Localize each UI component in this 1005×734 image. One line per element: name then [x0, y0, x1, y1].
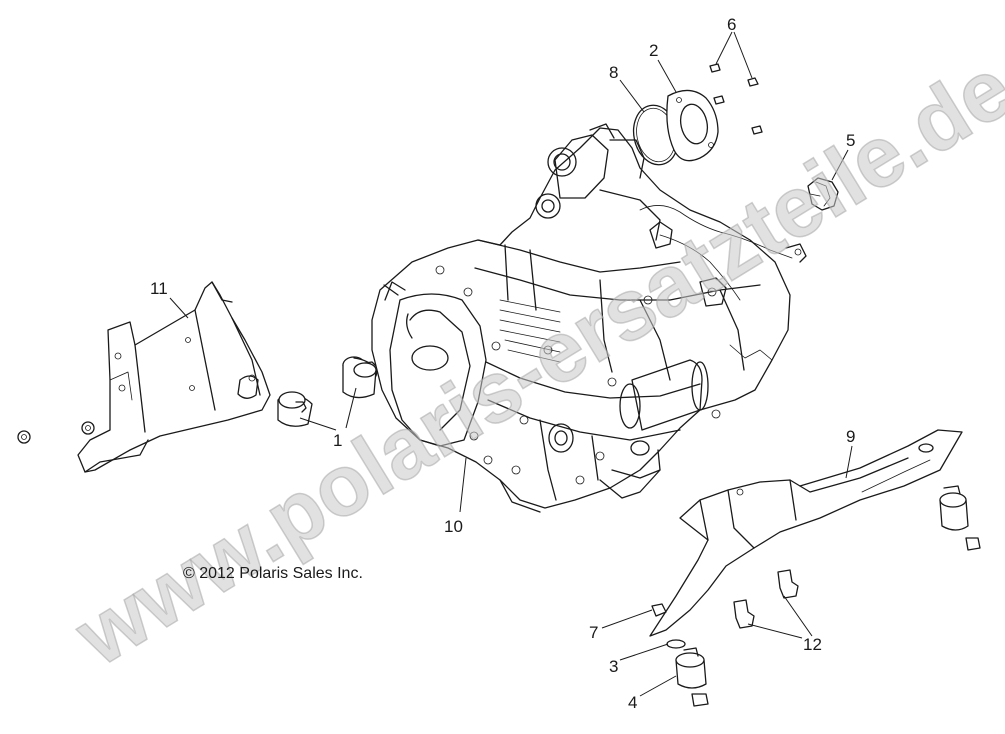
callout-6: 6	[727, 15, 736, 34]
front-mount-bracket	[77, 281, 271, 473]
right-isolator	[939, 485, 981, 551]
isolator-upper	[342, 356, 379, 399]
washer-3	[666, 639, 686, 649]
bolts	[733, 569, 799, 629]
nut-left	[17, 430, 31, 444]
callout-4: 4	[628, 693, 637, 712]
sensor	[807, 177, 839, 211]
callout-10: 10	[444, 517, 463, 536]
callout-11: 11	[150, 279, 168, 298]
rear-mount-bracket	[649, 429, 963, 637]
engine-assembly	[371, 123, 807, 513]
callout-8: 8	[609, 63, 618, 82]
callout-5: 5	[846, 131, 855, 150]
callout-2: 2	[649, 41, 658, 60]
callout-3: 3	[609, 657, 618, 676]
isolator-4	[675, 647, 709, 707]
callout-7: 7	[589, 623, 598, 642]
gasket-plate	[666, 89, 719, 162]
isolator-lower	[277, 391, 313, 427]
leader-lines	[169, 31, 853, 697]
callout-12: 12	[803, 635, 822, 654]
screws	[709, 63, 763, 135]
nut-7	[651, 603, 667, 617]
callout-1: 1	[333, 431, 342, 450]
copyright-notice: © 2012 Polaris Sales Inc.	[183, 565, 363, 582]
callout-9: 9	[846, 427, 855, 446]
